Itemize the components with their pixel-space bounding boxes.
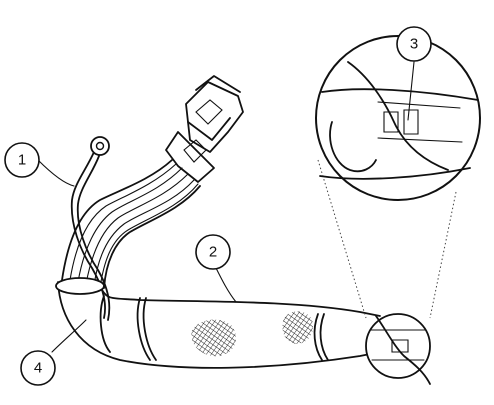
detail-marker-circle	[365, 313, 431, 385]
callout-1-label: 1	[18, 152, 26, 169]
callout-2-label: 2	[209, 244, 217, 261]
callout-3-label: 3	[410, 36, 418, 53]
wire-bundle	[61, 159, 201, 289]
leader-line-3	[407, 61, 415, 121]
protective-sleeve	[55, 277, 381, 369]
callout-2: 2	[195, 234, 231, 270]
callout-1: 1	[4, 142, 40, 178]
magnified-detail-circle	[315, 35, 481, 201]
connector-housing	[165, 75, 244, 183]
projection-line-right	[429, 191, 457, 319]
callout-4-label: 4	[34, 360, 42, 377]
leader-line-4	[51, 319, 87, 353]
callout-3: 3	[396, 26, 432, 62]
leader-line-1	[37, 159, 75, 187]
callout-4: 4	[20, 350, 56, 386]
leader-line-2	[215, 267, 237, 303]
